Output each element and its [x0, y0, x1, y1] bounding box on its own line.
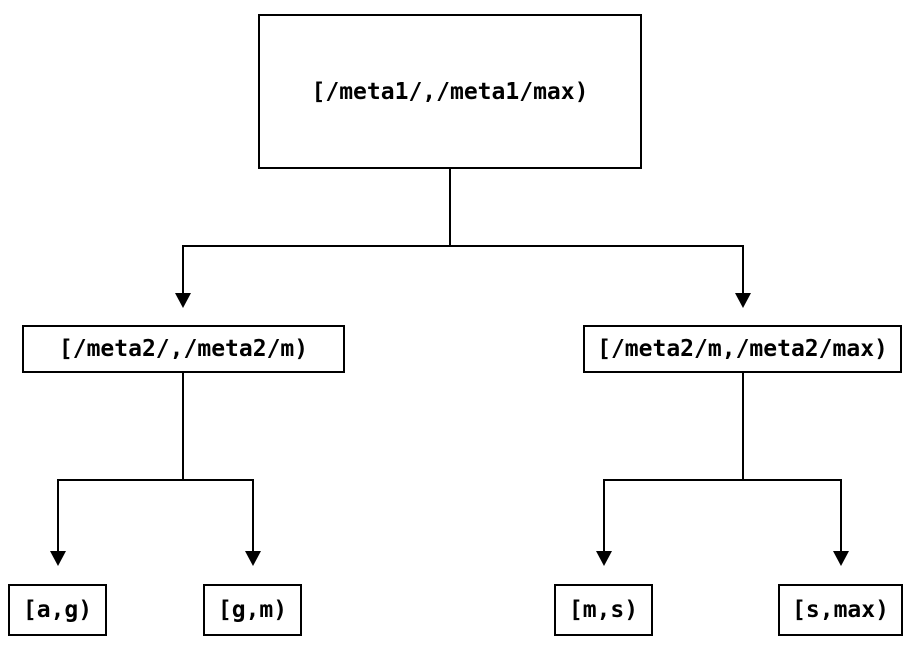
connector-right-arm-smax: [840, 479, 842, 551]
leaf-node-m-s-label: [m,s): [568, 597, 639, 623]
connector-root-right-arm: [742, 245, 744, 293]
arrow-down-icon: [175, 293, 191, 308]
connector-left-arm-gm: [252, 479, 254, 551]
leaf-node-g-m-label: [g,m): [217, 597, 288, 623]
node-meta1-range: [/meta1/,/meta1/max): [258, 14, 642, 169]
leaf-node-g-m: [g,m): [203, 584, 302, 636]
connector-left-arm-ag: [57, 479, 59, 551]
connector-root-left-arm: [182, 245, 184, 293]
node-meta2-left-range: [/meta2/,/meta2/m): [22, 325, 345, 373]
arrow-down-icon: [596, 551, 612, 566]
connector-root-crossbar: [182, 245, 744, 247]
arrow-down-icon: [833, 551, 849, 566]
leaf-node-s-max-label: [s,max): [792, 597, 889, 623]
connector-root-stem: [449, 169, 451, 246]
leaf-node-a-g: [a,g): [8, 584, 107, 636]
arrow-down-icon: [50, 551, 66, 566]
node-meta2-right-range-label: [/meta2/m,/meta2/max): [597, 336, 888, 362]
connector-right-arm-ms: [603, 479, 605, 551]
arrow-down-icon: [735, 293, 751, 308]
connector-right-stem: [742, 373, 744, 481]
leaf-node-a-g-label: [a,g): [22, 597, 93, 623]
connector-left-crossbar: [57, 479, 254, 481]
connector-left-stem: [182, 373, 184, 481]
node-meta2-left-range-label: [/meta2/,/meta2/m): [58, 336, 309, 362]
node-meta2-right-range: [/meta2/m,/meta2/max): [583, 325, 902, 373]
connector-right-crossbar: [603, 479, 842, 481]
arrow-down-icon: [245, 551, 261, 566]
leaf-node-s-max: [s,max): [778, 584, 903, 636]
leaf-node-m-s: [m,s): [554, 584, 653, 636]
node-meta1-range-label: [/meta1/,/meta1/max): [311, 78, 589, 105]
